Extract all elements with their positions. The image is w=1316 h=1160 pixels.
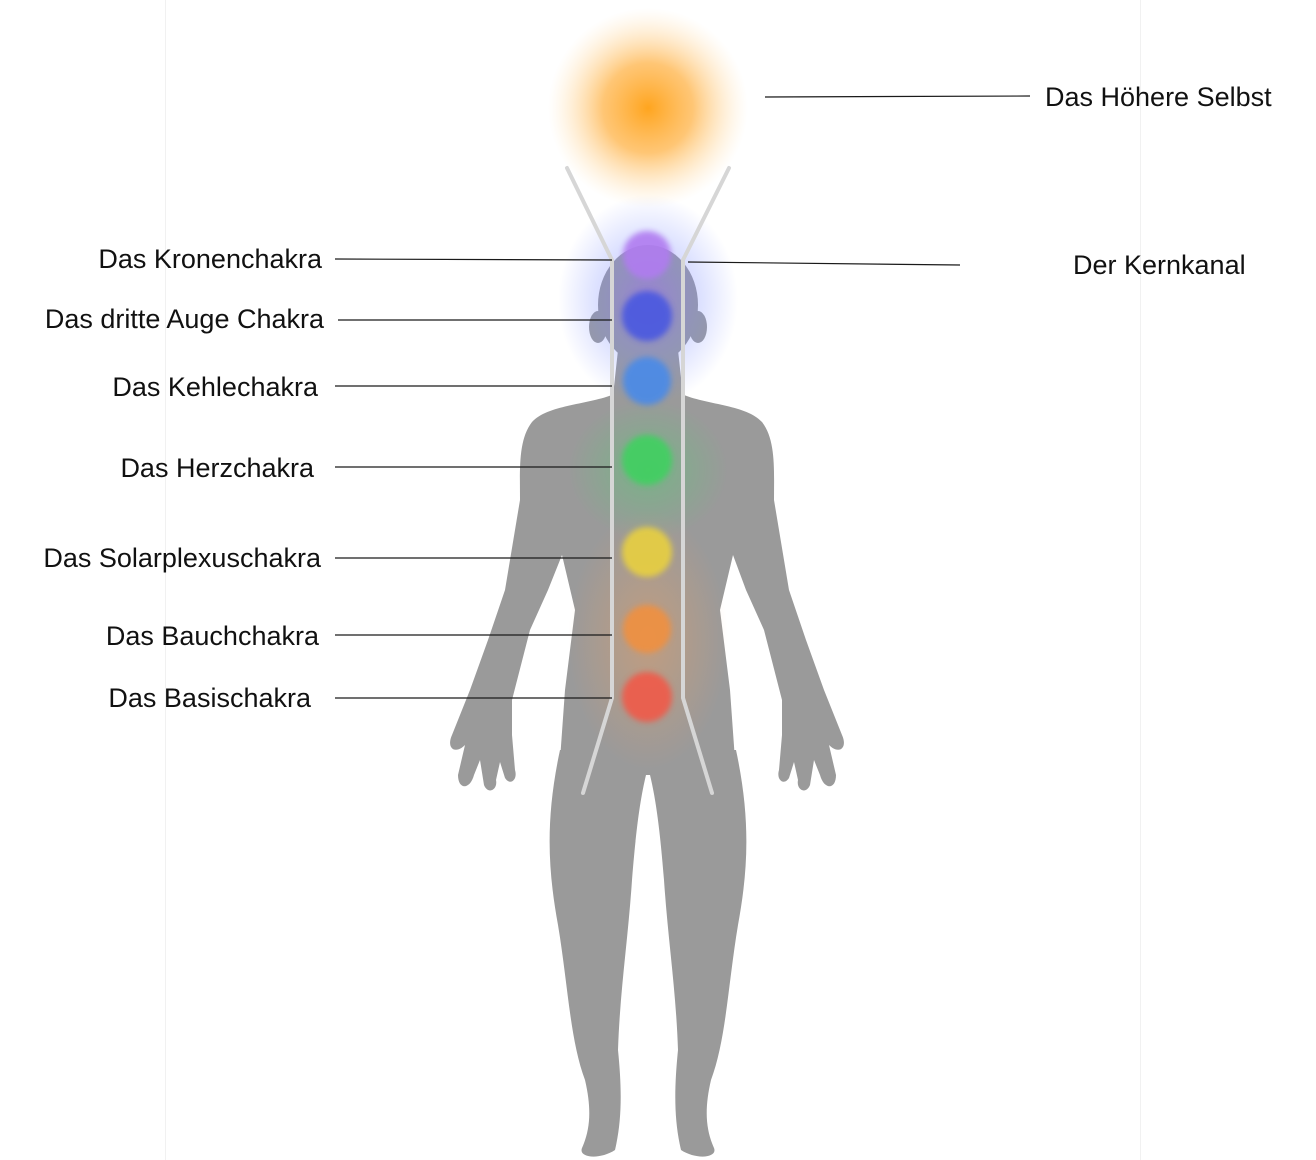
label-sacral: Das Bauchchakra <box>106 623 319 650</box>
sacral-chakra-orb <box>623 605 671 653</box>
label-crown: Das Kronenchakra <box>98 246 322 273</box>
label-third-eye: Das dritte Auge Chakra <box>45 306 324 333</box>
throat-chakra-orb <box>623 357 671 405</box>
third-eye-chakra-orb <box>622 291 672 341</box>
solar-plexus-chakra-orb <box>622 527 672 577</box>
crown-chakra-orb <box>623 231 671 279</box>
label-higher-self: Das Höhere Selbst <box>1045 84 1272 111</box>
label-root: Das Basischakra <box>108 685 311 712</box>
leader-higher-self <box>765 96 1030 97</box>
higher-self-sun <box>548 8 748 208</box>
heart-chakra-orb <box>622 435 672 485</box>
root-chakra-orb <box>622 672 672 722</box>
label-solar-plexus: Das Solarplexuschakra <box>43 545 321 572</box>
label-throat: Das Kehlechakra <box>112 374 318 401</box>
label-heart: Das Herzchakra <box>120 455 314 482</box>
legs <box>550 750 747 1157</box>
label-core-channel: Der Kernkanal <box>1073 252 1246 279</box>
